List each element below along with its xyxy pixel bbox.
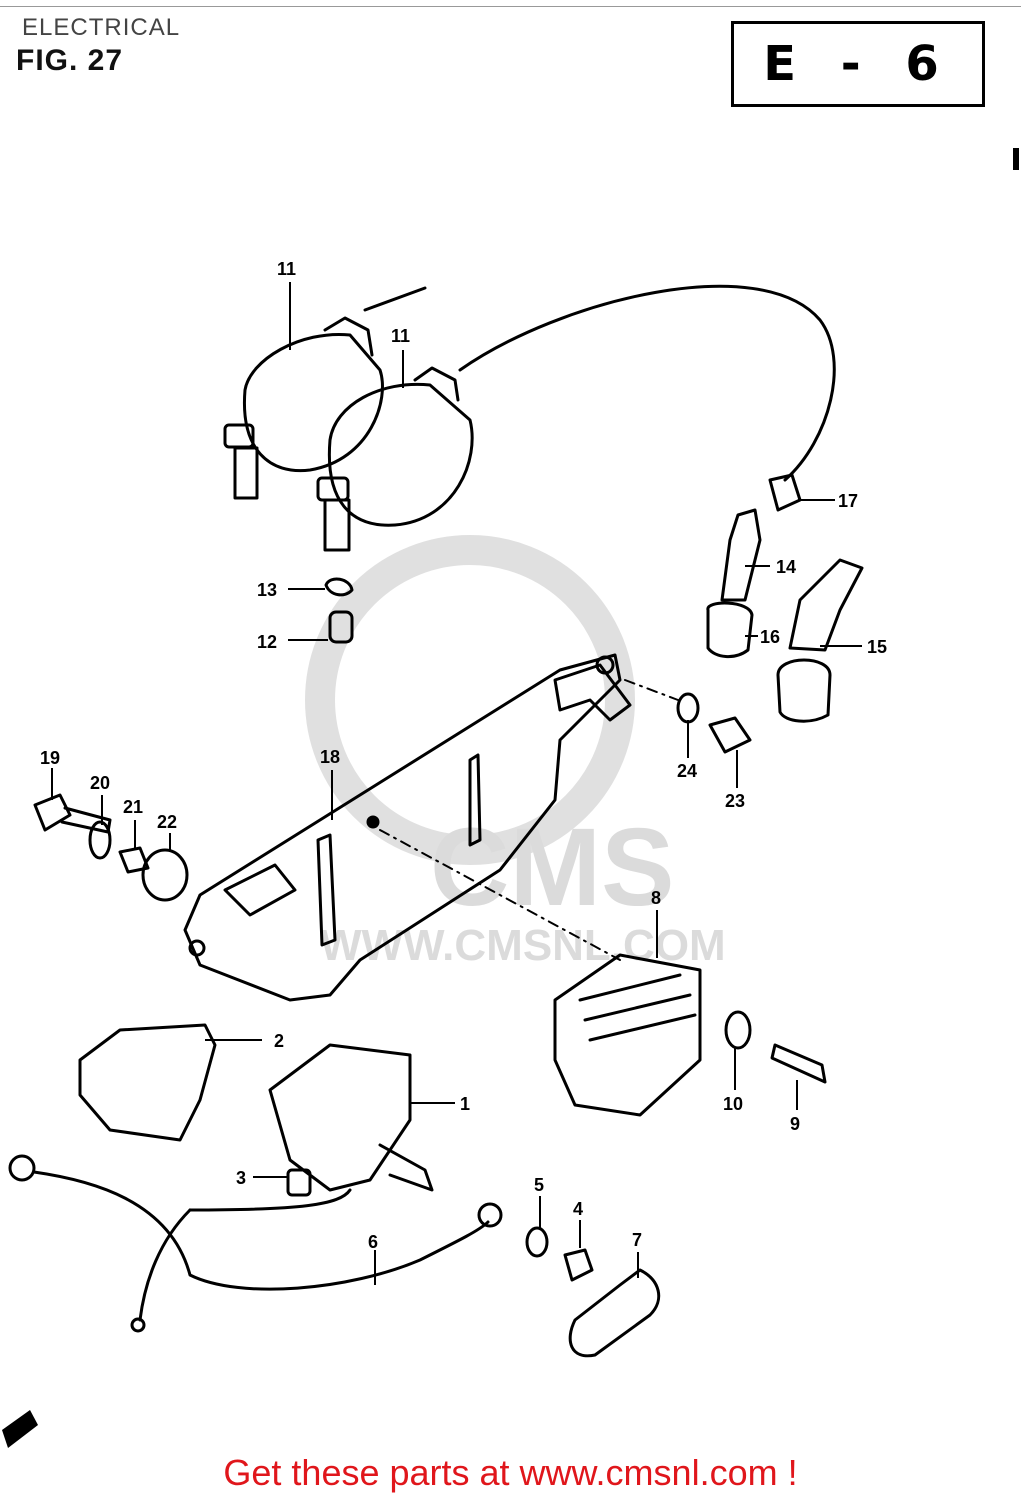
battery-cable-6 xyxy=(32,1170,490,1291)
washer-13 xyxy=(324,577,354,597)
washer-24 xyxy=(676,692,700,724)
grommet-22 xyxy=(141,848,189,902)
figure-label: FIG. 27 xyxy=(16,44,124,77)
spark-plug-lead xyxy=(458,284,836,482)
plug-cap-boot-15 xyxy=(776,658,832,723)
screw-9 xyxy=(770,1043,827,1084)
screw-12 xyxy=(328,610,354,644)
callout-10: 10 xyxy=(723,1094,743,1114)
callout-labels: 11 11 17 14 16 15 13 12 18 24 23 19 20 2… xyxy=(40,259,887,1252)
mounting-bracket-18 xyxy=(183,653,622,1002)
callout-18: 18 xyxy=(320,747,340,767)
callout-7: 7 xyxy=(632,1230,642,1250)
callout-16: 16 xyxy=(760,627,780,647)
front-arrow-icon xyxy=(2,1410,38,1448)
watermark-brand: CMS xyxy=(430,806,674,929)
plug-cap-15 xyxy=(788,558,864,652)
regulator-rectifier-8 xyxy=(553,953,702,1117)
plug-cap-14 xyxy=(720,508,762,602)
top-rule xyxy=(0,6,1021,7)
section-title: ELECTRICAL xyxy=(22,14,181,41)
callout-8: 8 xyxy=(651,888,661,908)
callout-17: 17 xyxy=(838,491,858,511)
callout-23: 23 xyxy=(725,791,745,811)
bolt-19 xyxy=(33,793,72,832)
edge-marks xyxy=(2,148,1019,1448)
callout-2: 2 xyxy=(274,1031,284,1051)
plug-cap-seal-16 xyxy=(706,601,754,658)
terminal-cap-7 xyxy=(568,1268,661,1358)
callout-11a: 11 xyxy=(277,259,296,279)
callout-21: 21 xyxy=(123,797,143,817)
washer-10 xyxy=(724,1010,752,1050)
ignition-coil-right xyxy=(316,366,474,552)
callout-11b: 11 xyxy=(391,326,410,346)
collar-21 xyxy=(118,846,150,874)
callout-4: 4 xyxy=(573,1199,583,1219)
washer-20 xyxy=(88,820,112,860)
callout-9: 9 xyxy=(790,1114,800,1134)
watermark-ring-icon xyxy=(305,535,635,865)
section-code-box: E - 6 xyxy=(731,21,985,107)
callout-6: 6 xyxy=(368,1232,378,1252)
callout-12: 12 xyxy=(257,632,277,652)
callout-24: 24 xyxy=(677,761,697,781)
section-code: E - 6 xyxy=(763,36,953,92)
callout-15: 15 xyxy=(867,637,887,657)
callout-22: 22 xyxy=(157,812,177,832)
starter-relay-1 xyxy=(268,1043,412,1192)
cable-terminal-left xyxy=(8,1154,36,1182)
callout-13: 13 xyxy=(257,580,277,600)
callout-20: 20 xyxy=(90,773,110,793)
cable-branch xyxy=(138,1208,192,1322)
ignition-coil-left xyxy=(223,286,427,500)
bolt-23 xyxy=(708,716,752,754)
callout-14: 14 xyxy=(776,557,796,577)
watermark: CMS WWW.CMSNL.COM xyxy=(305,535,726,970)
callout-3: 3 xyxy=(236,1168,246,1188)
starter-relay-2 xyxy=(78,1023,217,1142)
leader-lines xyxy=(51,282,862,1285)
washer-5 xyxy=(525,1226,549,1258)
callout-1: 1 xyxy=(460,1094,470,1114)
nut-4 xyxy=(563,1248,594,1282)
screw-3 xyxy=(286,1168,312,1197)
callout-5: 5 xyxy=(534,1175,544,1195)
callout-19: 19 xyxy=(40,748,60,768)
footer-link[interactable]: Get these parts at www.cmsnl.com ! xyxy=(223,1452,798,1493)
exploded-parts-drawing: CMS WWW.CMSNL.COM xyxy=(2,148,1019,1448)
